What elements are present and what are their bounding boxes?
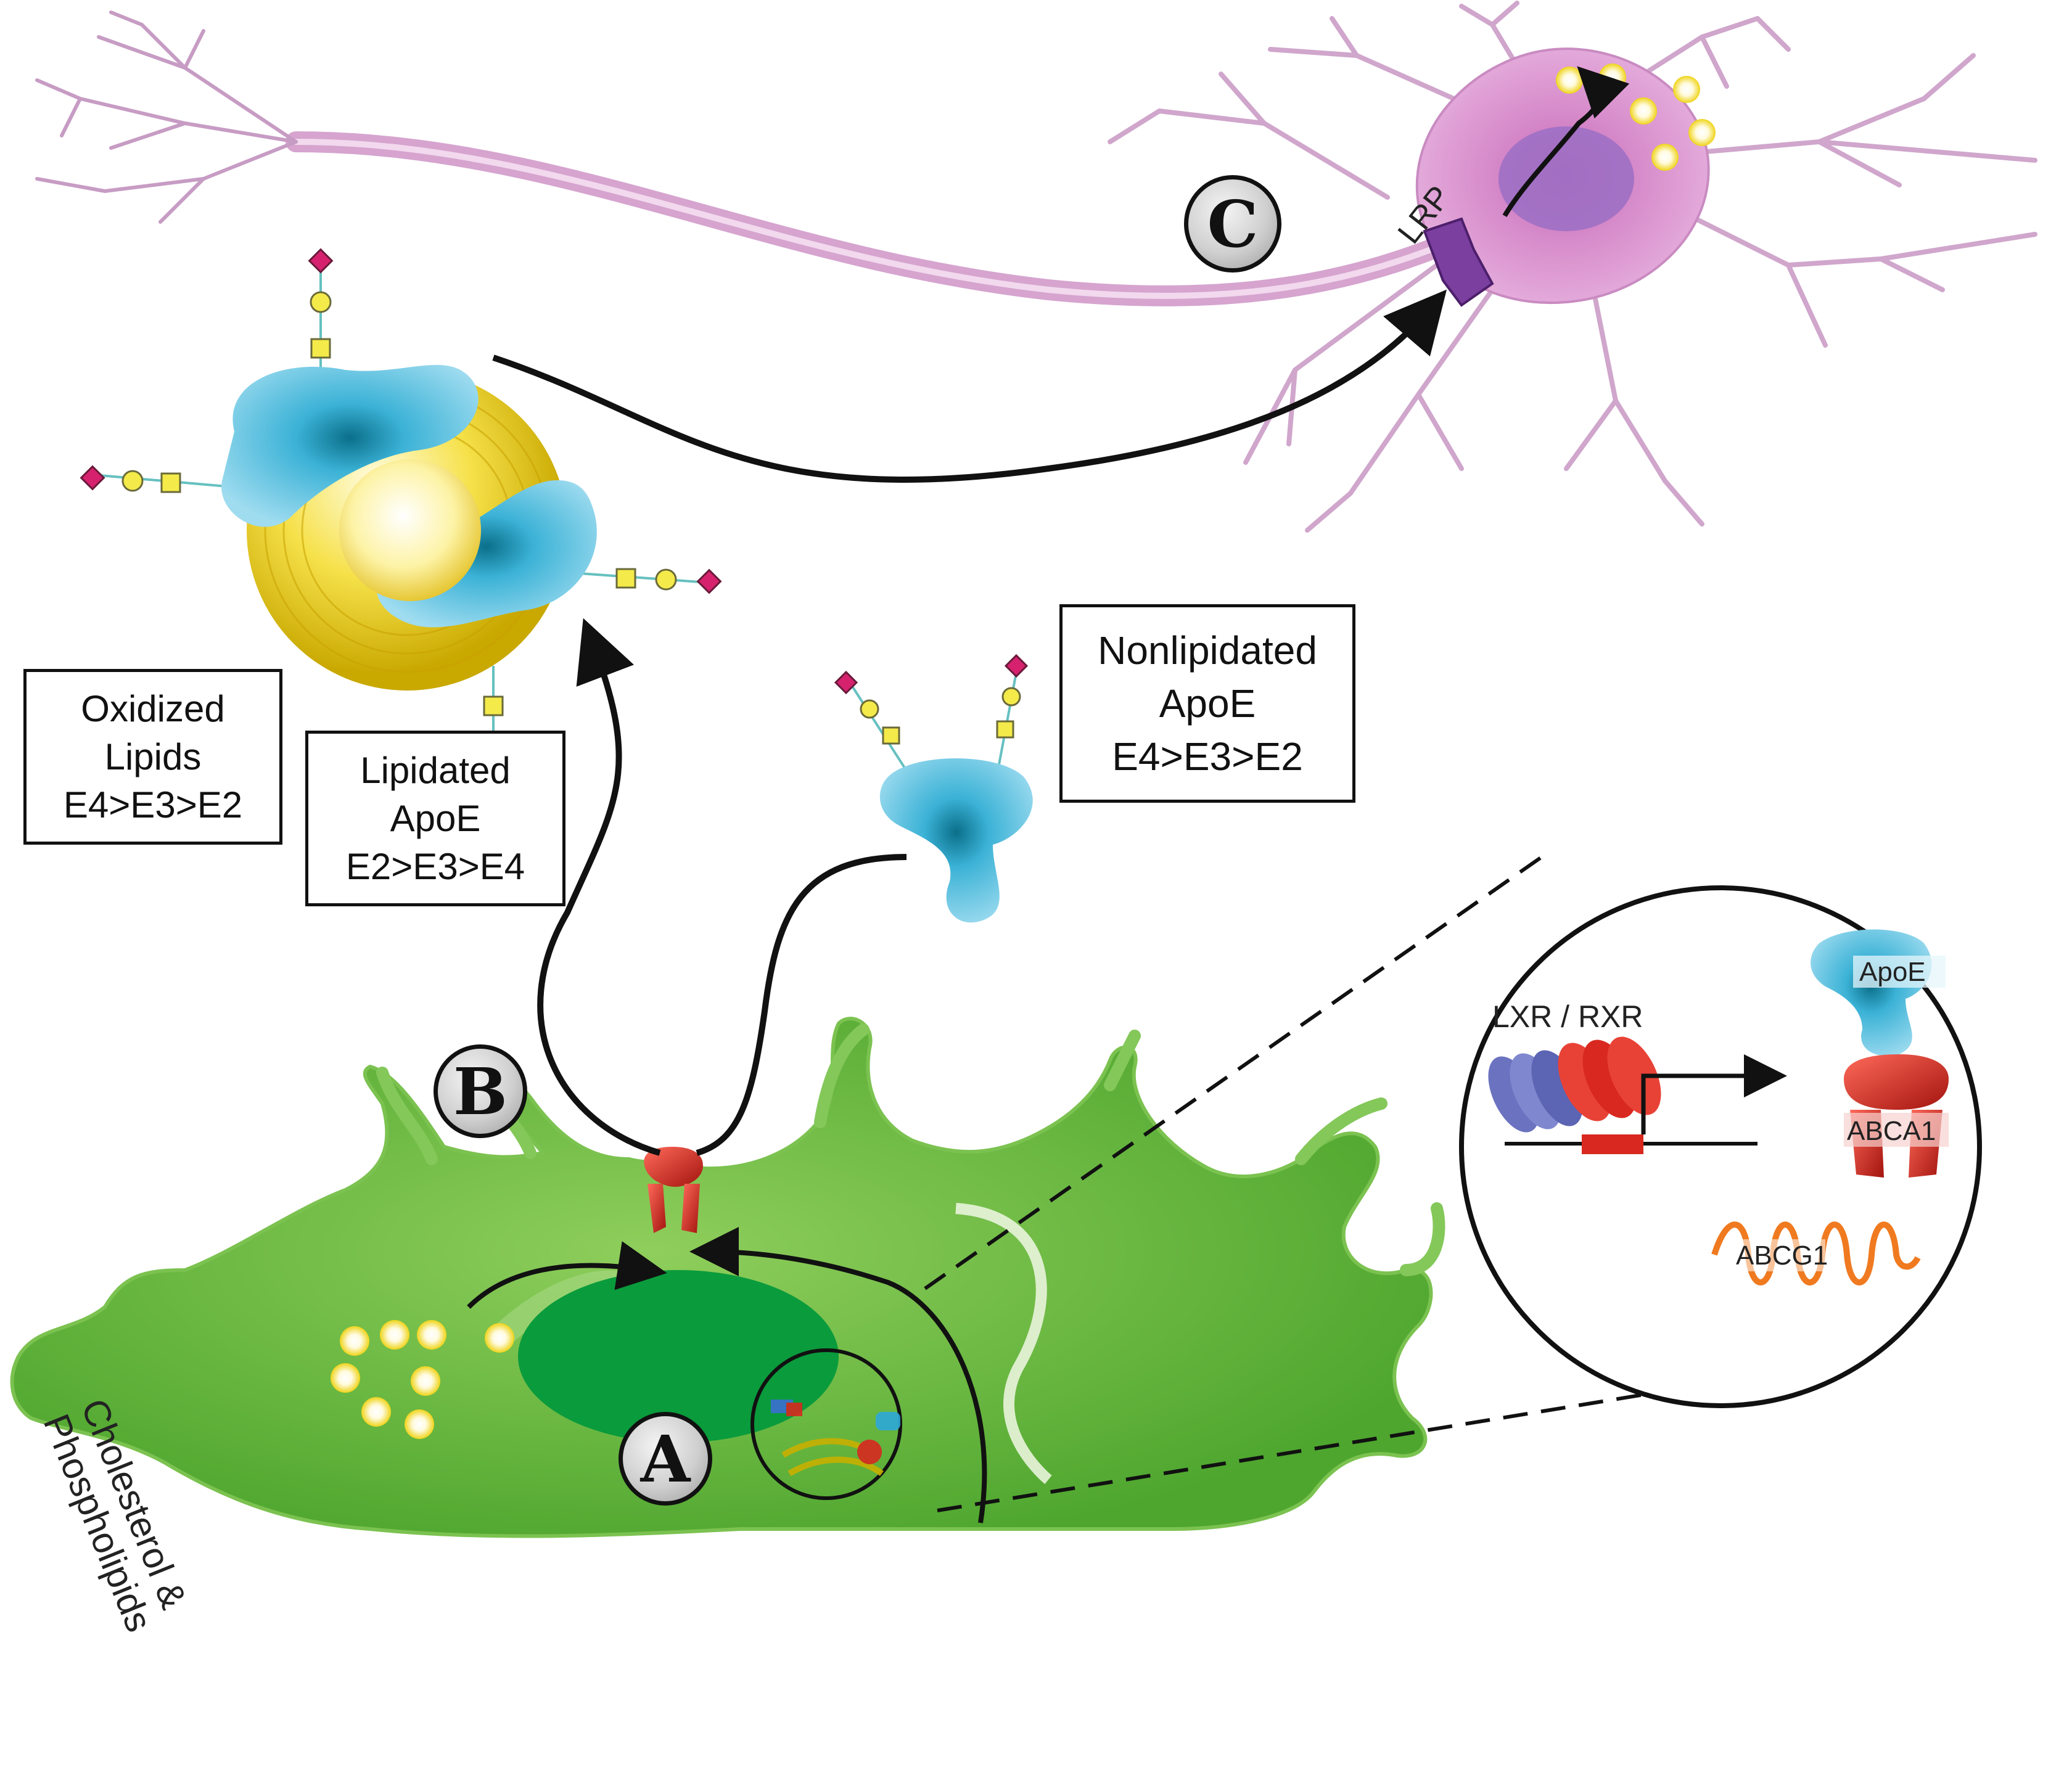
abca1-zoom-label: ABCA1 bbox=[1847, 1116, 1936, 1146]
arrow-nonlipidated-to-transporter bbox=[696, 854, 907, 1156]
lipidated-line-2: ApoE bbox=[390, 797, 481, 839]
abcg1-zoom-label: ABCG1 bbox=[1736, 1240, 1828, 1271]
zoom-detail-circle bbox=[1459, 885, 1982, 1408]
oxidized-line-3: E4>E3>E2 bbox=[63, 784, 243, 826]
target-gene bbox=[1582, 1134, 1643, 1154]
neuron-nucleus bbox=[1498, 126, 1634, 231]
apoe-lipidation-diagram bbox=[10, 1, 2037, 1538]
nonlipidated-apoe bbox=[834, 654, 1033, 923]
lxr-rxr-label: LXR / RXR bbox=[1492, 999, 1643, 1034]
step-b-marker: B bbox=[434, 1044, 527, 1138]
abca1-transporter-membrane bbox=[644, 1147, 703, 1233]
arrow-efflux-to-lipidated bbox=[537, 618, 661, 1156]
lipidated-line-1: Lipidated bbox=[360, 749, 511, 791]
step-b-letter: B bbox=[453, 1053, 508, 1129]
zoom-line-top bbox=[924, 855, 1543, 1290]
nonlipidated-line-3: E4>E3>E2 bbox=[1112, 734, 1303, 779]
astrocyte-lipid-droplets bbox=[331, 1320, 514, 1439]
lipidated-apoe-box: Lipidated ApoE E2>E3>E4 bbox=[305, 731, 565, 906]
step-a-marker: A bbox=[619, 1412, 712, 1506]
arrow-to-lrp bbox=[492, 289, 1447, 483]
oxidized-lipids-box: Oxidized Lipids E4>E3>E2 bbox=[23, 669, 282, 845]
neuron-axon bbox=[286, 131, 1478, 306]
oxidized-line-1: Oxidized bbox=[81, 687, 225, 729]
step-c-marker: C bbox=[1184, 175, 1281, 273]
step-c-letter: C bbox=[1207, 186, 1259, 262]
step-a-letter: A bbox=[640, 1421, 691, 1497]
nonlipidated-line-2: ApoE bbox=[1159, 681, 1256, 726]
astrocyte bbox=[10, 1017, 1445, 1538]
oxidized-line-2: Lipids bbox=[104, 736, 202, 777]
lxr-rxr-complex bbox=[1488, 1036, 1661, 1133]
zoom-line-bottom bbox=[937, 1379, 1727, 1512]
lipidated-line-3: E2>E3>E4 bbox=[345, 845, 525, 887]
abca1-zoom bbox=[1844, 1054, 1949, 1178]
nonlipidated-line-1: Nonlipidated bbox=[1098, 628, 1317, 673]
lipidated-apoe-particle bbox=[80, 248, 722, 734]
neuron bbox=[35, 1, 2037, 533]
lrp-receptor bbox=[1423, 217, 1494, 307]
apoe-zoom-label: ApoE bbox=[1859, 957, 1926, 987]
transcription-arrow bbox=[1641, 1054, 1787, 1134]
nonlipidated-apoe-box: Nonlipidated ApoE E4>E3>E2 bbox=[1059, 604, 1355, 803]
